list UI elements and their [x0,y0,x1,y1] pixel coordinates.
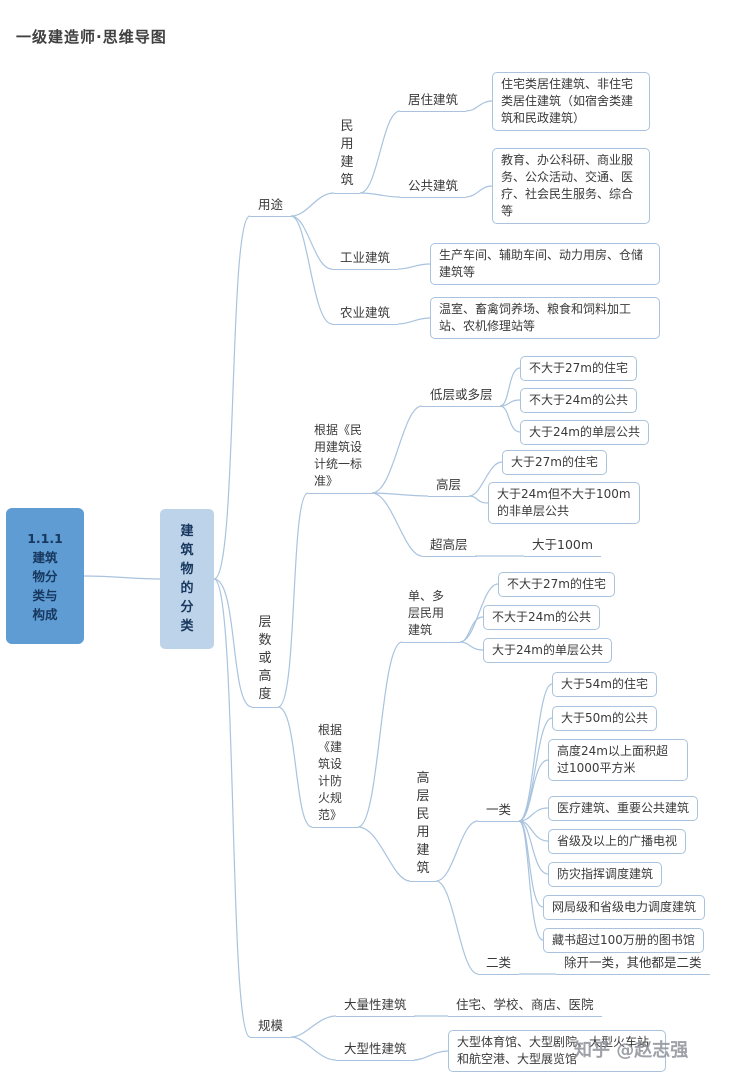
node-super-high-rise[interactable]: 超高层 [422,535,476,557]
node-mass-buildings[interactable]: 大量性建筑 [336,995,415,1017]
detail-smc-1[interactable]: 不大于27m的住宅 [498,572,615,597]
detail-mass-buildings[interactable]: 住宅、学校、商店、医院 [448,995,602,1017]
detail-high-rise-1[interactable]: 大于27m的住宅 [502,450,607,475]
detail-public-buildings[interactable]: 教育、办公科研、商业服务、公众活动、交通、医疗、社会民生服务、综合等 [492,148,650,224]
node-low-multi-storey[interactable]: 低层或多层 [422,385,501,407]
detail-super-high-rise[interactable]: 大于100m [524,535,602,557]
node-single-multi-storey-civil[interactable]: 单、多层民用建筑 [402,586,460,643]
detail-class-one-2[interactable]: 大于50m的公共 [552,706,657,731]
detail-smc-3[interactable]: 大于24m的单层公共 [483,638,612,663]
detail-large-buildings[interactable]: 大型体育馆、大型剧院、大型火车站和航空港、大型展览馆 [448,1030,666,1072]
detail-class-one-6[interactable]: 防灾指挥调度建筑 [548,862,663,887]
page-title: 一级建造师·思维导图 [16,28,167,46]
node-industrial-buildings[interactable]: 工业建筑 [332,248,399,270]
node-class-two[interactable]: 二类 [478,953,520,975]
detail-industrial-buildings[interactable]: 生产车间、辅助车间、动力用房、仓储建筑等 [430,243,660,285]
detail-low-multi-3[interactable]: 大于24m的单层公共 [520,420,649,445]
detail-class-two[interactable]: 除开一类，其他都是二类 [556,953,710,975]
detail-residential-buildings[interactable]: 住宅类居住建筑、非住宅类居住建筑（如宿舍类建筑和民政建筑） [492,72,650,131]
detail-smc-2[interactable]: 不大于24m的公共 [483,605,600,630]
detail-class-one-1[interactable]: 大于54m的住宅 [552,672,657,697]
topic-building-classification[interactable]: 建筑物的分类 [160,509,214,649]
node-unified-standard[interactable]: 根据《民用建筑设计统一标准》 [308,420,372,494]
central-topic[interactable]: 1.1.1 建筑物分类与构成 [6,508,84,644]
detail-class-one-5[interactable]: 省级及以上的广播电视 [548,829,687,854]
node-agricultural-buildings[interactable]: 农业建筑 [332,303,399,325]
detail-low-multi-1[interactable]: 不大于27m的住宅 [520,356,637,381]
detail-class-one-7[interactable]: 网局级和省级电力调度建筑 [543,895,706,920]
node-high-rise-civil[interactable]: 高层民用建筑 [410,768,436,882]
branch-scale[interactable]: 规模 [250,1016,292,1038]
central-topic-label: 1.1.1 建筑物分类与构成 [27,530,63,622]
node-large-buildings[interactable]: 大型性建筑 [336,1039,415,1061]
detail-high-rise-2[interactable]: 大于24m但不大于100m的非单层公共 [488,482,640,524]
watermark: 知乎 @赵志强 [574,1040,689,1061]
detail-class-one-4[interactable]: 医疗建筑、重要公共建筑 [548,796,699,821]
topic-building-classification-label: 建筑物的分类 [180,524,194,634]
detail-class-one-3[interactable]: 高度24m以上面积超过1000平方米 [548,739,688,781]
node-public-buildings[interactable]: 公共建筑 [400,176,467,198]
detail-low-multi-2[interactable]: 不大于24m的公共 [520,388,637,413]
detail-class-one-8[interactable]: 藏书超过100万册的图书馆 [543,928,704,953]
node-fire-code[interactable]: 根据《建筑设计防火规范》 [312,720,358,828]
node-high-rise[interactable]: 高层 [428,475,470,497]
detail-agricultural-buildings[interactable]: 温室、畜禽饲养场、粮食和饲料加工站、农机修理站等 [430,297,660,339]
node-class-one[interactable]: 一类 [478,800,520,822]
node-civil-buildings[interactable]: 民用建筑 [334,116,360,194]
node-residential-buildings[interactable]: 居住建筑 [400,90,467,112]
branch-purpose[interactable]: 用途 [250,195,292,217]
branch-storeys-height[interactable]: 层数或高度 [252,612,278,708]
